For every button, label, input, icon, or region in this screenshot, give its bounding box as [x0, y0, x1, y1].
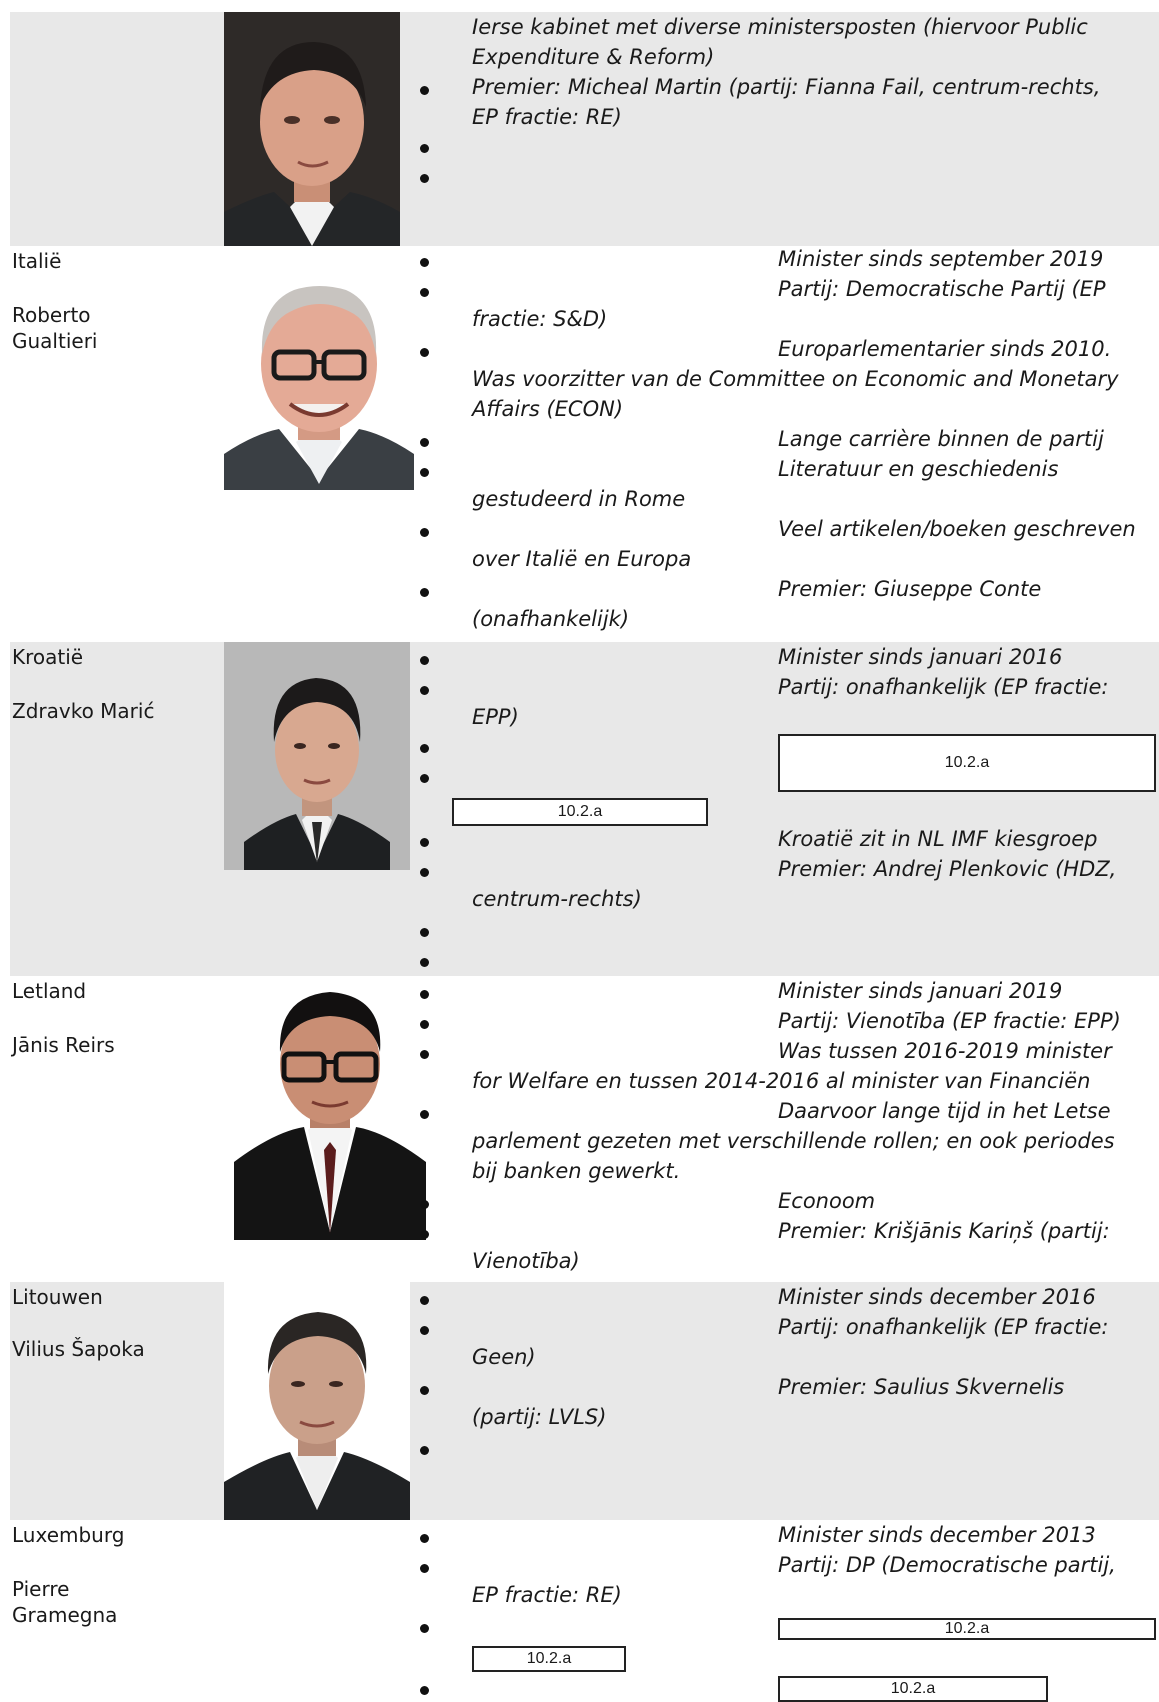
- bullet: [420, 1110, 429, 1119]
- vilius-sapoka-photo: [224, 1282, 410, 1520]
- bullet: [420, 1296, 429, 1305]
- bullet: [420, 1686, 429, 1695]
- roberto-gualtieri-photo: [224, 254, 414, 490]
- latvia-line-8: Econoom: [778, 1189, 876, 1213]
- redaction-box: 10.2.a: [778, 1618, 1156, 1640]
- name-gramegna: Gramegna: [12, 1603, 118, 1627]
- paschal-donohoe-photo: [224, 12, 400, 246]
- bullet: [420, 990, 429, 999]
- latvia-line-3: Was tussen 2016-2019 minister: [778, 1039, 1112, 1063]
- croatia-line-3: EPP): [472, 705, 519, 729]
- lithuania-line-3: Geen): [472, 1345, 536, 1369]
- luxembourg-line-2: Partij: DP (Democratische partij,: [778, 1553, 1116, 1577]
- italy-line-5: Was voorzitter van de Committee on Econo…: [472, 367, 1119, 391]
- bullet: [420, 1446, 429, 1455]
- country-italy: Italië: [12, 249, 62, 273]
- lithuania-line-2: Partij: onafhankelijk (EP fractie:: [778, 1315, 1109, 1339]
- bullet: [420, 588, 429, 597]
- bullet: [420, 1050, 429, 1059]
- redaction-box: 10.2.a: [452, 798, 708, 826]
- latvia-line-5: Daarvoor lange tijd in het Letse: [778, 1099, 1111, 1123]
- bullet: [420, 1326, 429, 1335]
- luxembourg-line-1: Minister sinds december 2013: [778, 1523, 1096, 1547]
- luxembourg-line-3: EP fractie: RE): [472, 1583, 622, 1607]
- lithuania-row: [10, 1282, 1159, 1520]
- name-pierre: Pierre: [12, 1577, 70, 1601]
- bullet: [420, 1534, 429, 1543]
- italy-line-6: Affairs (ECON): [472, 397, 624, 421]
- bullet: [420, 868, 429, 877]
- italy-line-8: Literatuur en geschiedenis: [778, 457, 1059, 481]
- italy-line-10: Veel artikelen/boeken geschreven: [778, 517, 1136, 541]
- bullet: [420, 144, 429, 153]
- croatia-premier: Premier: Andrej Plenkovic (HDZ,: [778, 857, 1117, 881]
- bullet: [420, 258, 429, 267]
- bullet: [420, 1624, 429, 1633]
- bullet: [420, 438, 429, 447]
- country-croatia: Kroatië: [12, 645, 84, 669]
- name-zdravko-maric: Zdravko Marić: [12, 699, 155, 723]
- bullet: [420, 1230, 429, 1239]
- latvia-line-4: for Welfare en tussen 2014-2016 al minis…: [472, 1069, 1091, 1093]
- latvia-premier: Premier: Krišjānis Kariņš (partij:: [778, 1219, 1110, 1243]
- ireland-premier: Premier: Micheal Martin (partij: Fianna …: [472, 75, 1101, 99]
- italy-line-4: Europarlementarier sinds 2010.: [778, 337, 1112, 361]
- italy-premier: Premier: Giuseppe Conte: [778, 577, 1042, 601]
- latvia-line-6: parlement gezeten met verschillende roll…: [472, 1129, 1115, 1153]
- lithuania-line-5: (partij: LVLS): [472, 1405, 607, 1429]
- country-latvia: Letland: [12, 979, 87, 1003]
- latvia-line-7: bij banken gewerkt.: [472, 1159, 681, 1183]
- bullet: [420, 288, 429, 297]
- italy-line-7: Lange carrière binnen de partij: [778, 427, 1104, 451]
- bullet: [420, 958, 429, 967]
- janis-reirs-photo: [234, 982, 426, 1240]
- bullet: [420, 656, 429, 665]
- ireland-line-4: EP fractie: RE): [472, 105, 622, 129]
- italy-line-11: over Italië en Europa: [472, 547, 692, 571]
- italy-line-9: gestudeerd in Rome: [472, 487, 686, 511]
- bullet: [420, 1200, 429, 1209]
- bullet: [420, 744, 429, 753]
- ireland-row: [10, 12, 1159, 246]
- zdravko-maric-photo: [224, 642, 410, 870]
- italy-line-1: Minister sinds september 2019: [778, 247, 1104, 271]
- bullet: [420, 468, 429, 477]
- ireland-line-2: Expenditure & Reform): [472, 45, 715, 69]
- redaction-box: 10.2.a: [778, 734, 1156, 792]
- bullet: [420, 1386, 429, 1395]
- italy-line-2: Partij: Democratische Partij (EP: [778, 277, 1106, 301]
- bullet: [420, 686, 429, 695]
- latvia-line-1: Minister sinds januari 2019: [778, 979, 1063, 1003]
- bullet: [420, 1020, 429, 1029]
- bullet: [420, 774, 429, 783]
- lithuania-premier: Premier: Saulius Skvernelis: [778, 1375, 1065, 1399]
- croatia-line-6: centrum-rechts): [472, 887, 642, 911]
- bullet: [420, 1564, 429, 1573]
- bullet: [420, 348, 429, 357]
- italy-line-3: fractie: S&D): [472, 307, 608, 331]
- name-gualtieri: Gualtieri: [12, 329, 98, 353]
- name-janis-reirs: Jānis Reirs: [12, 1033, 115, 1057]
- name-vilius-sapoka: Vilius Šapoka: [12, 1337, 145, 1361]
- latvia-line-10: Vienotība): [472, 1249, 580, 1273]
- country-lithuania: Litouwen: [12, 1285, 103, 1309]
- bullet: [420, 86, 429, 95]
- redaction-box: 10.2.a: [472, 1646, 626, 1672]
- bullet: [420, 174, 429, 183]
- redaction-box: 10.2.a: [778, 1676, 1048, 1702]
- croatia-line-1: Minister sinds januari 2016: [778, 645, 1063, 669]
- italy-line-13: (onafhankelijk): [472, 607, 630, 631]
- name-roberto: Roberto: [12, 303, 91, 327]
- bullet: [420, 528, 429, 537]
- bullet: [420, 838, 429, 847]
- ireland-line-1: Ierse kabinet met diverse ministersposte…: [472, 15, 1088, 39]
- croatia-line-4: Kroatië zit in NL IMF kiesgroep: [778, 827, 1098, 851]
- bullet: [420, 928, 429, 937]
- croatia-line-2: Partij: onafhankelijk (EP fractie:: [778, 675, 1109, 699]
- country-luxembourg: Luxemburg: [12, 1523, 125, 1547]
- lithuania-line-1: Minister sinds december 2016: [778, 1285, 1096, 1309]
- latvia-line-2: Partij: Vienotība (EP fractie: EPP): [778, 1009, 1121, 1033]
